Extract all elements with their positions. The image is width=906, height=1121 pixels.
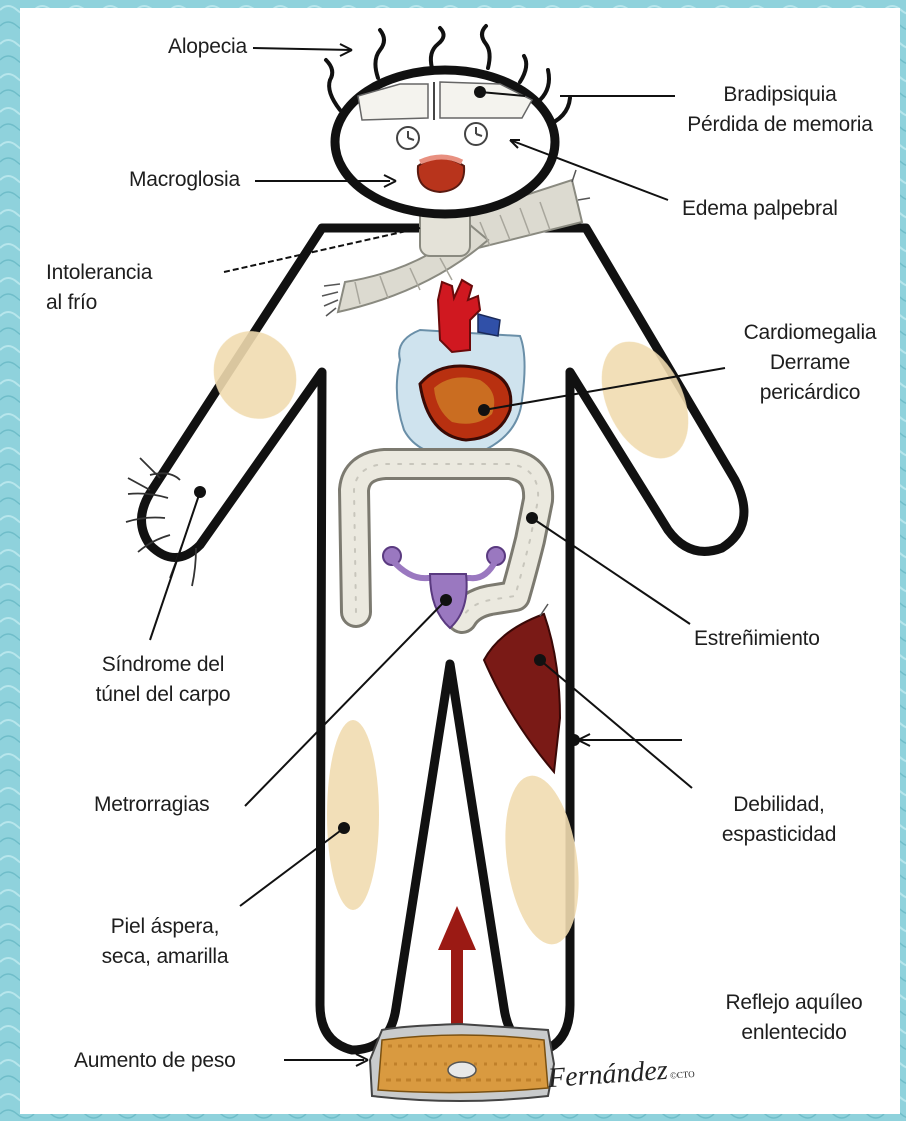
label-estrenimiento: Estreñimiento bbox=[694, 624, 820, 654]
label-carpo-line2: túnel del carpo bbox=[68, 680, 258, 710]
label-reflejo: Reflejo aquíleo enlentecido bbox=[700, 988, 888, 1048]
label-cardiomegalia: Cardiomegalia bbox=[730, 318, 890, 348]
label-edema: Edema palpebral bbox=[682, 194, 838, 224]
label-peso: Aumento de peso bbox=[74, 1046, 236, 1076]
label-cognitive: Bradipsiquia Pérdida de memoria bbox=[680, 80, 880, 140]
label-alopecia: Alopecia bbox=[168, 32, 247, 62]
label-intolerancia-line1: Intolerancia bbox=[46, 258, 152, 288]
label-intolerancia-line2: al frío bbox=[46, 288, 152, 318]
bathroom-scale bbox=[370, 1024, 554, 1101]
label-debilidad-line1: Debilidad, bbox=[684, 790, 874, 820]
label-derrame: Derrame bbox=[730, 348, 890, 378]
label-reflejo-line2: enlentecido bbox=[700, 1018, 888, 1048]
label-carpo-line1: Síndrome del bbox=[68, 650, 258, 680]
label-reflejo-line1: Reflejo aquíleo bbox=[700, 988, 888, 1018]
label-metrorragias: Metrorragias bbox=[94, 790, 209, 820]
label-piel-line2: seca, amarilla bbox=[80, 942, 250, 972]
label-intolerancia: Intolerancia al frío bbox=[46, 258, 152, 318]
label-piel-line1: Piel áspera, bbox=[80, 912, 250, 942]
label-debilidad-line2: espasticidad bbox=[684, 820, 874, 850]
label-debilidad: Debilidad, espasticidad bbox=[684, 790, 874, 850]
label-cardio: Cardiomegalia Derrame pericárdico bbox=[730, 318, 890, 408]
copyright-mark: ©CTO bbox=[670, 1069, 695, 1081]
label-macroglosia: Macroglosia bbox=[129, 165, 240, 195]
label-perdida-memoria: Pérdida de memoria bbox=[680, 110, 880, 140]
label-piel: Piel áspera, seca, amarilla bbox=[80, 912, 250, 972]
weight-up-arrow bbox=[438, 906, 476, 1036]
label-pericardico: pericárdico bbox=[730, 378, 890, 408]
label-carpo: Síndrome del túnel del carpo bbox=[68, 650, 258, 710]
label-bradipsiquia: Bradipsiquia bbox=[680, 80, 880, 110]
enlarged-tongue bbox=[418, 157, 464, 192]
